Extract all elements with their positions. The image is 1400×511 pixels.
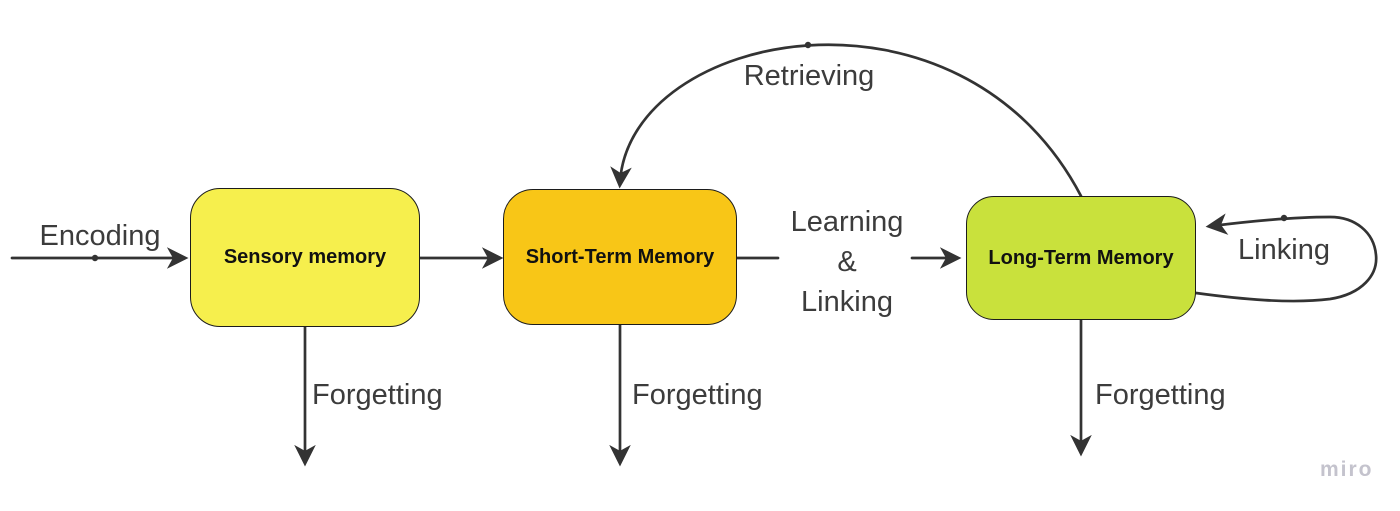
encoding-midpoint-dot — [91, 254, 99, 262]
learning-and-linking-label: Learning & Linking — [767, 202, 927, 322]
retrieving-midpoint-dot — [804, 41, 812, 49]
encoding-label: Encoding — [39, 220, 161, 252]
linking-label: Linking — [1238, 234, 1330, 266]
long-term-memory-label: Long-Term Memory — [988, 246, 1174, 269]
short-term-memory-box: Short-Term Memory — [503, 189, 737, 325]
forgetting-label-short-term: Forgetting — [632, 379, 763, 411]
retrieving-label: Retrieving — [743, 60, 875, 92]
sensory-memory-label: Sensory memory — [223, 246, 387, 268]
linking-midpoint-dot — [1280, 214, 1288, 222]
learning-label-line-2: & — [837, 246, 857, 278]
long-term-memory-box: Long-Term Memory — [966, 196, 1196, 320]
forgetting-label-sensory: Forgetting — [312, 379, 443, 411]
learning-label-line-1: Learning — [790, 206, 904, 238]
forgetting-label-long-term: Forgetting — [1095, 379, 1226, 411]
short-term-memory-label: Short-Term Memory — [525, 245, 715, 268]
sensory-memory-box: Sensory memory — [190, 188, 420, 327]
miro-watermark: miro — [1320, 458, 1374, 481]
learning-label-line-3: Linking — [801, 286, 893, 318]
linking-self-loop-arrow — [1194, 213, 1378, 303]
